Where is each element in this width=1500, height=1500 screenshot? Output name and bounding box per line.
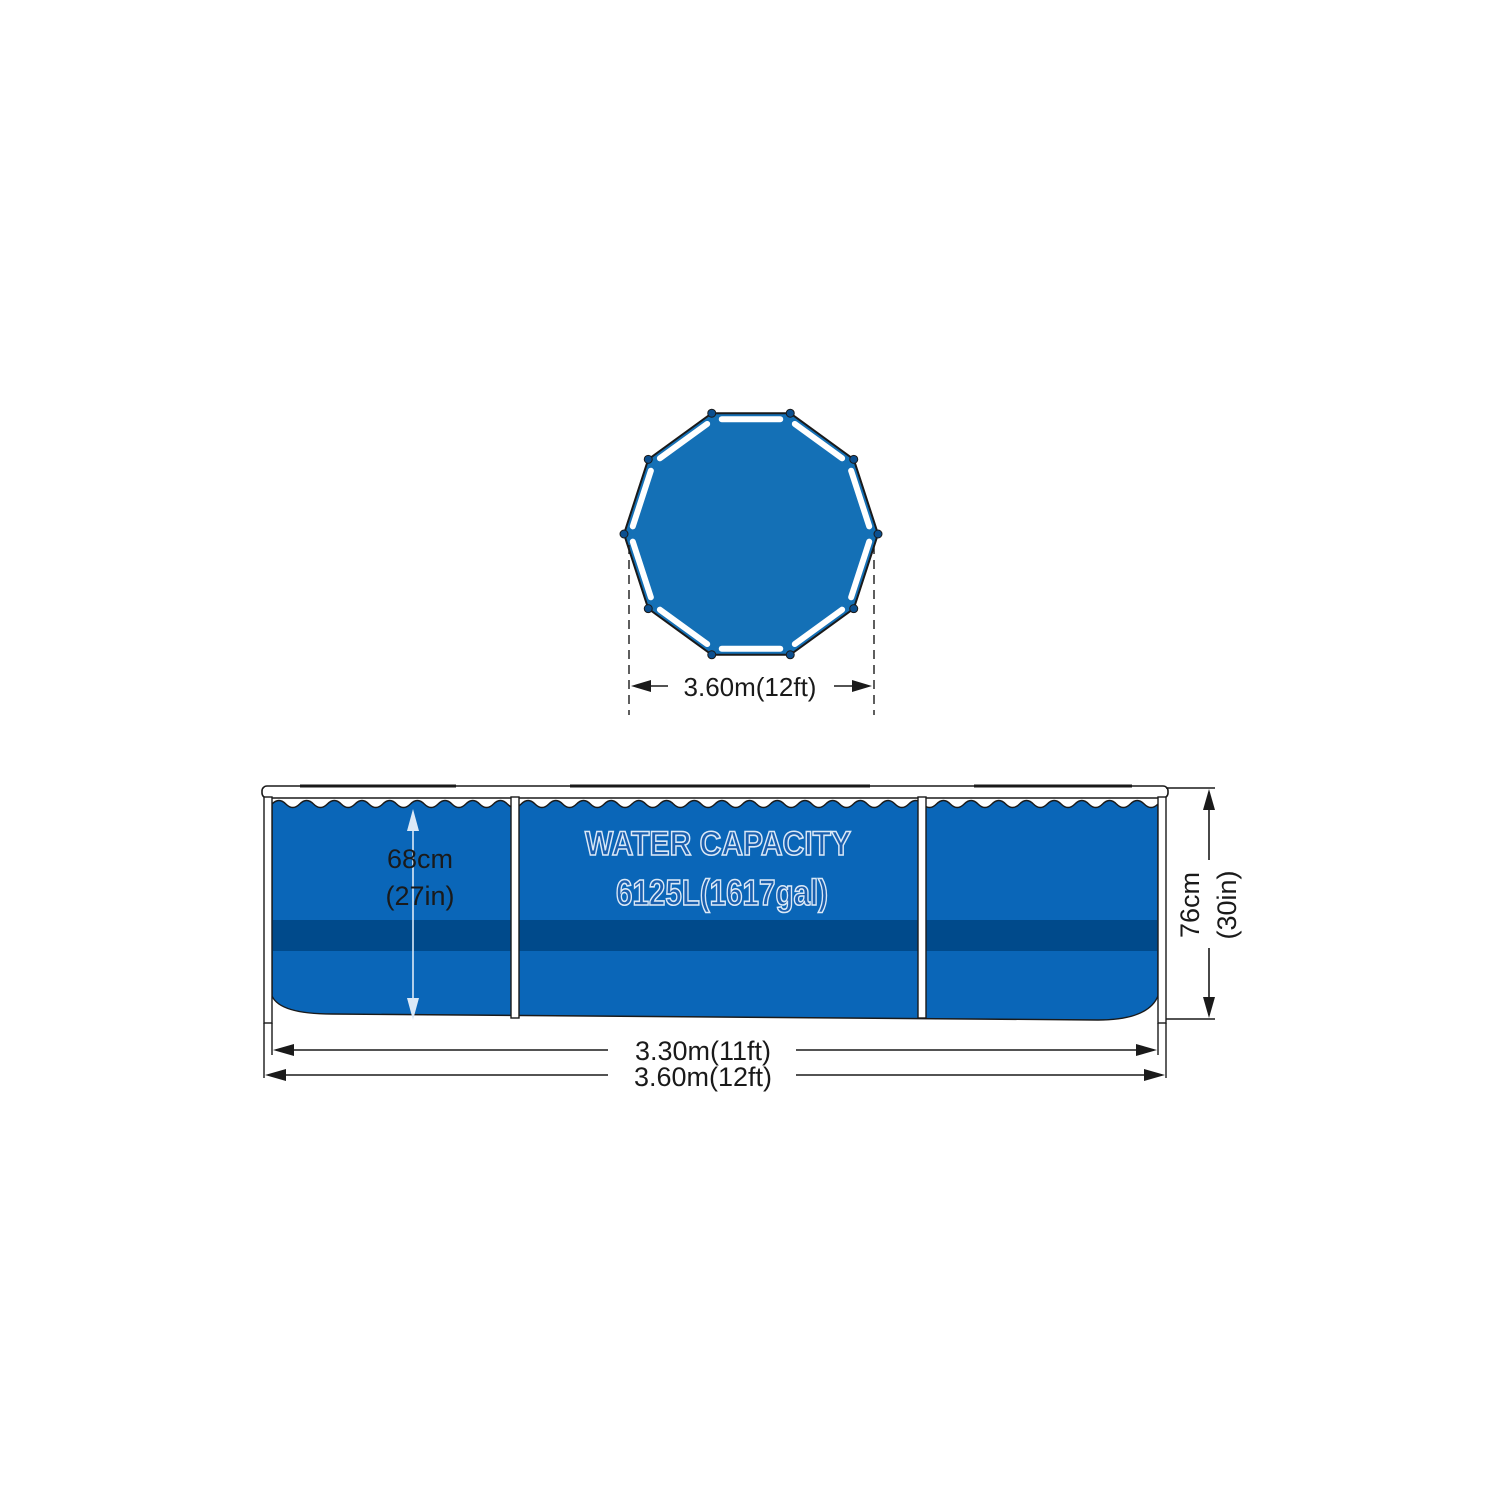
water-depth-label-imperial: (27in) (385, 881, 454, 911)
top-frame-rail (629, 538, 654, 601)
inner-width-arrowhead-left (273, 1044, 294, 1056)
wall-height-arrowhead-bottom (1203, 997, 1215, 1018)
frame-leg-inner-2 (917, 796, 927, 1019)
top-frame-joint (643, 454, 653, 464)
outer-width-label: 3.60m(12ft) (634, 1062, 772, 1092)
top-frame-joint (873, 529, 883, 539)
top-arrowhead-left (631, 680, 651, 692)
wall-height-label: 76cm (1175, 872, 1205, 938)
water-depth-arrowhead-top (407, 809, 419, 831)
top-frame-rail (848, 467, 873, 530)
pool-dark-band (272, 920, 1158, 951)
wall-height-arrowhead-top (1203, 789, 1215, 810)
top-frame-joint (707, 408, 717, 418)
top-frame-rail (848, 538, 873, 601)
top-frame-rail (791, 420, 846, 462)
inner-width-label: 3.30m(11ft) (635, 1036, 771, 1066)
inner-width-arrowhead-right (1136, 1044, 1157, 1056)
top-frame-rail (629, 467, 654, 530)
wall-height-label-imperial: (30in) (1212, 870, 1242, 939)
top-frame-joint (785, 650, 795, 660)
top-frame-joint (643, 604, 653, 614)
frame-leg-right (1157, 796, 1167, 1024)
top-frame-joint (849, 604, 859, 614)
top-frame-joint (707, 650, 717, 660)
top-diameter-label: 3.60m(12ft) (684, 672, 817, 702)
frame-leg-left (263, 796, 273, 1024)
water-capacity-value: 6125L(1617gal) (616, 872, 828, 913)
water-depth-arrowhead-bottom (407, 998, 419, 1020)
top-frame-joint (849, 454, 859, 464)
top-arrowhead-right (852, 680, 872, 692)
pool-top-body (622, 412, 880, 656)
top-frame-joint (785, 408, 795, 418)
frame-leg-inner-1 (510, 796, 520, 1019)
top-frame-joint (619, 529, 629, 539)
outer-width-arrowhead-right (1144, 1069, 1165, 1081)
top-frame-rail (656, 420, 711, 462)
top-frame-rail (791, 606, 846, 648)
water-capacity-label: WATER CAPACITY (585, 825, 851, 863)
side-view: 68cm (27in) WATER CAPACITY 6125L(1617gal… (261, 784, 1242, 1092)
top-view: 3.60m(12ft) (619, 408, 883, 715)
top-frame-rail (656, 606, 711, 648)
water-depth-label: 68cm (387, 844, 453, 874)
outer-width-arrowhead-left (265, 1069, 286, 1081)
top-rail (261, 785, 1169, 799)
pool-water-body (271, 799, 1159, 1021)
top-frame-rails (619, 408, 883, 660)
